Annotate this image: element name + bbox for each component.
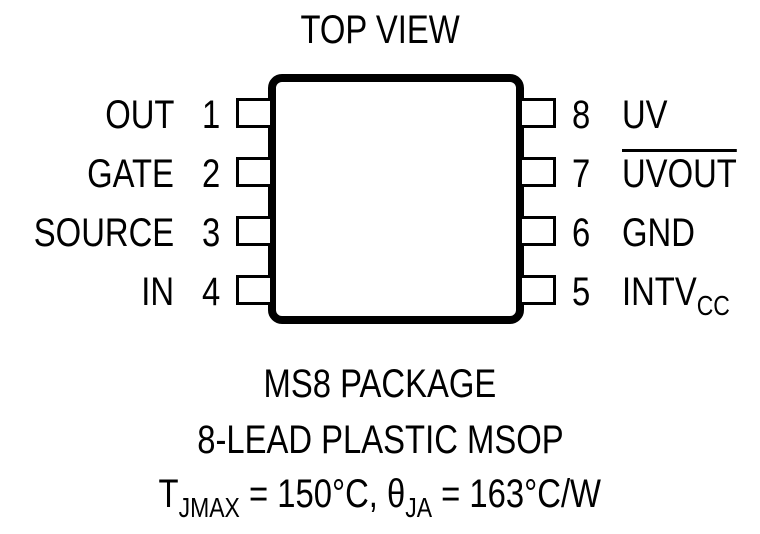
ic-package-body (268, 74, 524, 324)
pin-number-3: 3 (201, 211, 220, 255)
tjmax-subscript: JMAX (178, 492, 241, 523)
pin-lead-5 (522, 275, 556, 305)
pin-number-5: 5 (572, 270, 591, 314)
pin-name-6: GND (622, 211, 695, 255)
pin-number-4: 4 (201, 270, 220, 314)
package-type: MS8 PACKAGE (263, 362, 497, 406)
diagram-title: TOP VIEW (300, 8, 460, 52)
pin-name-2: GATE (87, 152, 174, 196)
pin-name-8: UV (622, 93, 668, 137)
pin-lead-4 (236, 275, 270, 305)
pin-lead-8 (522, 98, 556, 128)
package-description: 8-LEAD PLASTIC MSOP (196, 418, 564, 462)
pin-lead-1 (236, 98, 270, 128)
pin-number-6: 6 (572, 211, 591, 255)
pin-name-3: SOURCE (33, 211, 174, 255)
tjmax-symbol: T (158, 472, 179, 516)
pin-number-1: 1 (201, 93, 220, 137)
pin-number-7: 7 (572, 152, 591, 196)
pin-number-2: 2 (201, 152, 220, 196)
pin-name-5: INTVCC (622, 270, 730, 320)
pin-number-8: 8 (572, 93, 591, 137)
thermal-specs: TJMAX = 150°C, θJA = 163°C/W (0, 472, 760, 522)
pin-name-7: UVOUT (622, 152, 737, 196)
pin-lead-3 (236, 216, 270, 246)
pin-name-1: OUT (104, 93, 174, 137)
pin-name-5-subscript: CC (696, 290, 730, 321)
tjmax-value: = 150°C, θ (240, 472, 406, 516)
theta-value: = 163°C/W (432, 472, 602, 516)
pin-name-4: IN (141, 270, 174, 314)
pin-lead-7 (522, 157, 556, 187)
pin-lead-2 (236, 157, 270, 187)
pin-name-5-main: INTV (622, 270, 697, 314)
pin-lead-6 (522, 216, 556, 246)
theta-subscript: JA (405, 492, 433, 523)
